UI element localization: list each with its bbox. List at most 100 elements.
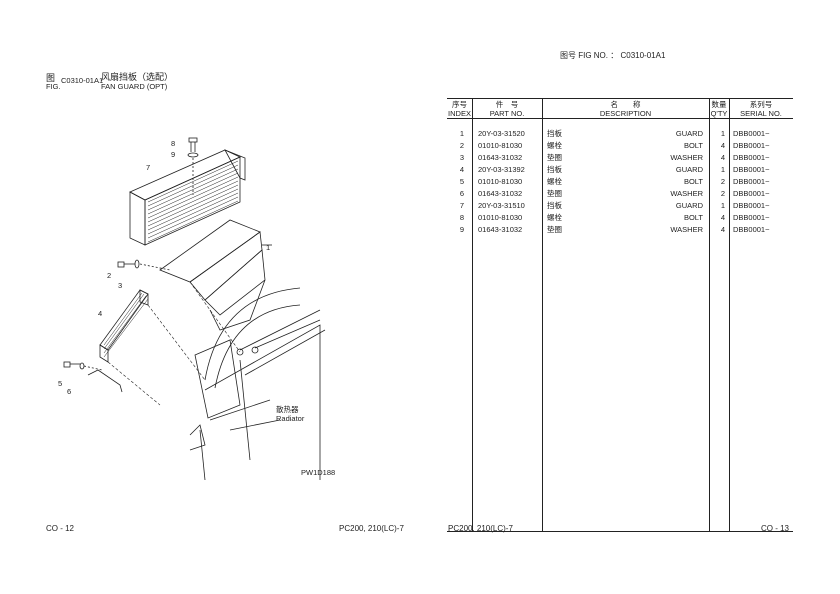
header-qty-en: Q'TY (710, 109, 728, 118)
row-desc-en: BOLT (682, 176, 703, 188)
table-row: 601643-31032垫圈..........................… (447, 188, 793, 200)
fig-label-en: FIG. (46, 82, 61, 91)
header-index-en: INDEX (448, 109, 471, 118)
row-part-no: 20Y-03-31392 (478, 165, 525, 174)
header-serial-en: SERIAL NO. (740, 109, 782, 118)
row-part-no: 01643-31032 (478, 153, 523, 162)
callout-6: 6 (67, 387, 72, 396)
row-serial: DBB0001~ (733, 177, 770, 186)
upper-guard-drawing (129, 149, 246, 246)
row-index: 6 (459, 189, 464, 198)
callout-1: 1 (266, 243, 271, 252)
callout-2: 2 (107, 271, 112, 280)
row-qty: 2 (720, 189, 725, 198)
row-index: 8 (459, 213, 464, 222)
row-qty: 4 (720, 141, 725, 150)
bolt-2-drawing (117, 259, 171, 271)
parts-table: 序号 INDEX 件 号 PART NO. 名 称 DESCRIPTION 数量… (447, 98, 793, 532)
row-qty: 1 (720, 165, 725, 174)
row-index: 3 (459, 153, 464, 162)
header-index: 序号 INDEX (447, 100, 472, 118)
row-desc-en: BOLT (682, 212, 703, 224)
row-qty: 4 (720, 213, 725, 222)
bolt-5-drawing (63, 361, 103, 371)
drawing-code: PW1D188 (301, 468, 336, 477)
table-row: 901643-31032垫圈..........................… (447, 224, 793, 236)
header-desc: 名 称 DESCRIPTION (542, 100, 709, 118)
row-part-no: 01010-81030 (478, 213, 523, 222)
callout-4: 4 (98, 309, 103, 318)
row-part-no: 20Y-03-31510 (478, 201, 525, 210)
row-part-no: 01643-31032 (478, 225, 523, 234)
table-row: 501010-81030螺栓..........................… (447, 176, 793, 188)
row-part-no: 01010-81030 (478, 141, 523, 150)
row-index: 9 (459, 225, 464, 234)
row-desc-en: BOLT (682, 140, 703, 152)
col-divider-2 (542, 98, 543, 532)
row-serial: DBB0001~ (733, 213, 770, 222)
fig-no-header: 图号 FIG NO. ： C0310-01A1 (560, 50, 665, 61)
row-desc-en: WASHER (669, 152, 703, 164)
col-divider-3 (709, 98, 710, 532)
fig-code: C0310-01A1 (61, 76, 104, 85)
fig-no-value: C0310-01A1 (620, 51, 666, 60)
table-bottom-rule (447, 531, 793, 532)
row-part-no: 01010-81030 (478, 177, 523, 186)
right-model: PC200, 210(LC)-7 (448, 524, 513, 533)
table-row: 120Y-03-31520挡板.........................… (447, 128, 793, 140)
table-row: 201010-81030螺栓..........................… (447, 140, 793, 152)
radiator-drawing (189, 287, 326, 480)
radiator-label-en: Radiator (276, 414, 305, 423)
left-page-number: CO - 12 (46, 524, 75, 533)
callout-7: 7 (146, 163, 151, 172)
row-serial: DBB0001~ (733, 201, 770, 210)
table-row: 720Y-03-31510挡板.........................… (447, 200, 793, 212)
row-desc-cn: 垫圈 (547, 153, 562, 162)
header-qty: 数量 Q'TY (709, 100, 729, 118)
row-qty: 4 (720, 225, 725, 234)
row-serial: DBB0001~ (733, 129, 770, 138)
row-index: 7 (459, 201, 464, 210)
row-desc-cn: 螺栓 (547, 177, 562, 186)
bolt-8-drawing (187, 137, 199, 195)
row-index: 4 (459, 165, 464, 174)
header-part: 件 号 PART NO. (472, 100, 542, 118)
row-index: 5 (459, 177, 464, 186)
header-part-en: PART NO. (489, 109, 525, 118)
header-qty-cn: 数量 (711, 100, 727, 109)
row-qty: 1 (720, 129, 725, 138)
title-cn: 风扇挡板（选配） (101, 72, 174, 82)
row-serial: DBB0001~ (733, 189, 770, 198)
row-desc-en: WASHER (669, 188, 703, 200)
lower-guard-drawing (87, 289, 149, 393)
row-serial: DBB0001~ (733, 141, 770, 150)
row-desc-cn: 垫圈 (547, 225, 562, 234)
callout-3: 3 (118, 281, 123, 290)
left-model: PC200, 210(LC)-7 (339, 524, 404, 533)
row-part-no: 01643-31032 (478, 189, 523, 198)
row-desc-en: GUARD (674, 128, 703, 140)
table-header-rule (447, 118, 793, 119)
right-page-number: CO - 13 (761, 524, 790, 533)
radiator-label-cn: 散热器 (276, 405, 299, 414)
row-qty: 1 (720, 201, 725, 210)
table-row: 420Y-03-31392挡板.........................… (447, 164, 793, 176)
row-desc-cn: 挡板 (547, 201, 562, 210)
row-desc-en: GUARD (674, 164, 703, 176)
header-part-cn: 件 号 (495, 100, 519, 109)
col-divider-1 (472, 98, 473, 532)
row-index: 1 (459, 129, 464, 138)
assembly-lines (107, 281, 241, 406)
fig-label-cn: 图 (46, 73, 56, 83)
row-serial: DBB0001~ (733, 153, 770, 162)
row-desc-en: WASHER (669, 224, 703, 236)
table-top-rule (447, 98, 793, 99)
table-row: 301643-31032垫圈..........................… (447, 152, 793, 164)
callout-8: 8 (171, 139, 176, 148)
row-desc-cn: 螺栓 (547, 141, 562, 150)
row-qty: 2 (720, 177, 725, 186)
row-desc-cn: 挡板 (547, 165, 562, 174)
row-qty: 4 (720, 153, 725, 162)
row-serial: DBB0001~ (733, 225, 770, 234)
row-desc-cn: 螺栓 (547, 213, 562, 222)
